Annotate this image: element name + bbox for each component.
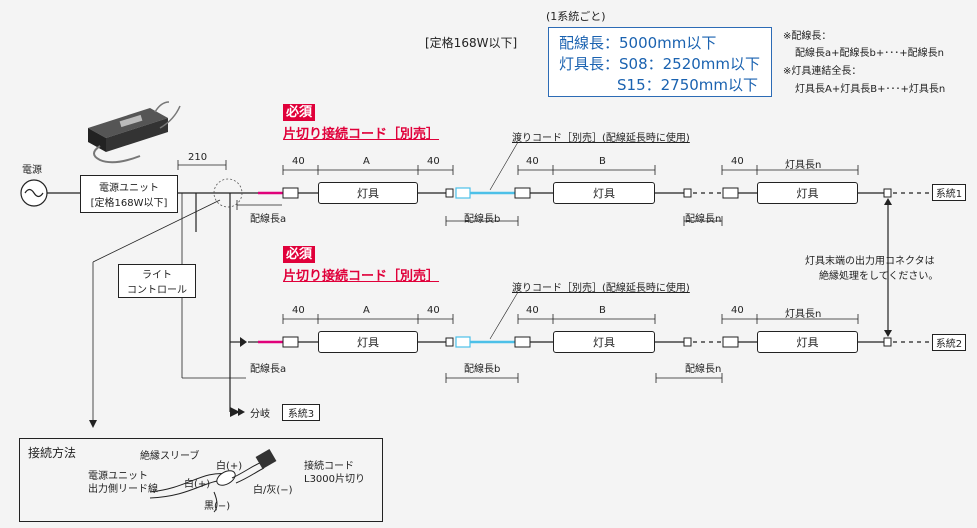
row2-cord-label: 片切り接続コード［別売］ <box>283 269 440 284</box>
row1-wire-b: 配線長b <box>464 214 501 225</box>
power-unit-line2: [定格168W以下] <box>90 198 168 209</box>
per-system-label: (1系統ごと) <box>546 10 606 23</box>
conn-cord-line1: 接続コード <box>304 461 354 472</box>
row1-lamp-3: 灯具 <box>757 182 858 204</box>
spec-line3: S15：2750mm以下 <box>617 76 759 94</box>
row2-dim-40b: 40 <box>427 305 440 316</box>
row1-dim-40d: 40 <box>731 156 744 167</box>
row2-dim-40a: 40 <box>292 305 305 316</box>
conn-white-plus: 白(+) <box>184 479 211 490</box>
connection-title: 接続方法 <box>28 446 77 460</box>
note2-body: 灯具長A+灯具長B+･･･+灯具長n <box>795 84 946 95</box>
row2-lamp-1: 灯具 <box>318 331 418 353</box>
row1-dim-40a: 40 <box>292 156 305 167</box>
row2-wire-n: 配線長n <box>685 364 722 375</box>
end-note-line2: 絶縁処理をしてください。 <box>819 271 939 282</box>
branch-label: 分岐 <box>250 409 270 420</box>
row1-lamp-1: 灯具 <box>318 182 418 204</box>
system1-box: 系統1 <box>932 184 966 201</box>
connection-illustration <box>149 448 277 513</box>
row1-lines <box>258 141 932 226</box>
light-control-line2: コントロール <box>127 285 187 296</box>
row1-lamp-2: 灯具 <box>553 182 655 204</box>
row2-dim-40c: 40 <box>526 305 539 316</box>
spec-line1: 配線長：5000mm以下 <box>559 34 717 52</box>
conn-unit-line2: 出力側リード線 <box>88 484 158 495</box>
conn-sleeve: 絶縁スリーブ <box>140 451 200 462</box>
note1-title: ※配線長： <box>783 31 832 42</box>
row2-wire-b: 配線長b <box>464 364 501 375</box>
conn-black: 黒(−) <box>204 501 231 512</box>
light-control-box: ライト コントロール <box>118 264 196 298</box>
power-label: 電源 <box>22 165 42 176</box>
row2-dim-B: B <box>599 305 606 316</box>
conn-white-gray: 白/灰(−) <box>253 485 293 496</box>
row1-cord-label: 片切り接続コード［別売］ <box>283 127 440 142</box>
power-unit-illustration <box>88 101 181 164</box>
row1-dim-40c: 40 <box>526 156 539 167</box>
note1-body: 配線長a+配線長b+･･･+配線長n <box>795 48 944 59</box>
power-unit-box: 電源ユニット [定格168W以下] <box>80 175 178 213</box>
light-control-line1: ライト <box>142 270 172 281</box>
row2-dim-40d: 40 <box>731 305 744 316</box>
conn-unit-line1: 電源ユニット <box>88 471 148 482</box>
spec-box: 配線長：5000mm以下 灯具長：S08：2520mm以下 S15：2750mm… <box>548 27 772 97</box>
note2-title: ※灯具連結全長： <box>783 66 862 77</box>
row1-wire-a: 配線長a <box>250 214 287 225</box>
row1-required-badge: 必須 <box>283 104 316 121</box>
row2-wire-a: 配線長a <box>250 364 287 375</box>
row1-dim-B: B <box>599 156 606 167</box>
row2-lamp-2: 灯具 <box>553 331 655 353</box>
rated-label: [定格168W以下] <box>425 36 518 50</box>
conn-cord-line2: L3000片切り <box>304 474 366 485</box>
row2-lines <box>182 291 932 383</box>
end-note-line1: 灯具末端の出力用コネクタは <box>805 256 935 267</box>
row2-bridge-label: 渡りコード［別売］(配線延長時に使用) <box>512 283 690 294</box>
row2-required-badge: 必須 <box>283 246 316 263</box>
dim-210: 210 <box>188 152 208 163</box>
row2-dim-n: 灯具長n <box>785 309 822 320</box>
row2-dim-A: A <box>363 305 370 316</box>
connection-method-box: 接続方法 絶縁スリーブ 白(+) 接続コード L3000片切り 電源ユニット 出… <box>19 438 383 522</box>
row2-lamp-3: 灯具 <box>757 331 858 353</box>
row1-bridge-label: 渡りコード［別売］(配線延長時に使用) <box>512 133 690 144</box>
conn-white-plus-top: 白(+) <box>216 461 243 472</box>
spec-line2: 灯具長：S08：2520mm以下 <box>559 55 761 73</box>
system2-box: 系統2 <box>932 334 966 351</box>
row1-dim-A: A <box>363 156 370 167</box>
power-unit-line1: 電源ユニット <box>99 183 159 194</box>
row1-dim-n: 灯具長n <box>785 160 822 171</box>
row1-wire-n: 配線長n <box>685 214 722 225</box>
row1-dim-40b: 40 <box>427 156 440 167</box>
system3-box: 系統3 <box>282 404 320 421</box>
